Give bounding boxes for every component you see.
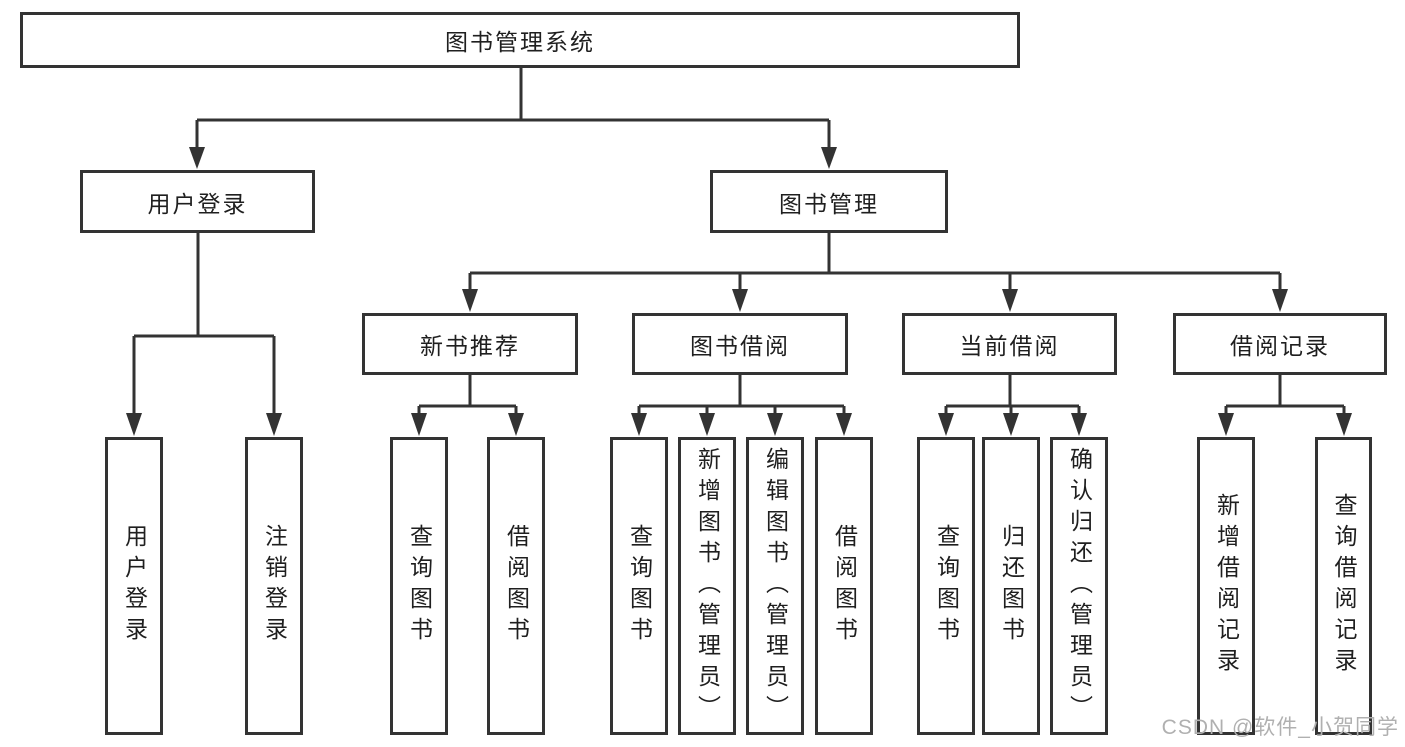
node-leaf-logout: 注销登录: [245, 437, 303, 735]
node-leaf-query-book-2: 查询图书: [610, 437, 668, 735]
node-book-borrow: 图书借阅: [632, 313, 848, 375]
node-leaf-borrow-book-2: 借阅图书: [815, 437, 873, 735]
node-leaf-return-book: 归还图书: [982, 437, 1040, 735]
node-leaf-user-login: 用户登录: [105, 437, 163, 735]
node-leaf-edit-book-admin: 编辑图书（管理员）: [746, 437, 804, 735]
connector-bookborrow-to-children: [631, 375, 852, 436]
connector-borrowrecords-to-children: [1218, 375, 1352, 436]
connector-root-to-level2: [189, 68, 837, 169]
node-leaf-query-borrow-record: 查询借阅记录: [1315, 437, 1372, 735]
node-system-root: 图书管理系统: [20, 12, 1020, 68]
node-user-login: 用户登录: [80, 170, 315, 233]
csdn-watermark: CSDN @软件_小贺同学: [1161, 716, 1399, 739]
node-current-borrow: 当前借阅: [902, 313, 1117, 375]
node-new-book-recommend: 新书推荐: [362, 313, 578, 375]
connector-newbook-to-children: [411, 375, 524, 436]
node-leaf-borrow-book-1: 借阅图书: [487, 437, 545, 735]
node-leaf-add-book-admin: 新增图书（管理员）: [678, 437, 736, 735]
node-leaf-query-book-1: 查询图书: [390, 437, 448, 735]
node-borrow-records: 借阅记录: [1173, 313, 1387, 375]
connector-userlogin-to-children: [126, 233, 282, 436]
node-book-management: 图书管理: [710, 170, 948, 233]
connector-bookmgmt-to-level3: [462, 233, 1288, 312]
node-leaf-query-book-3: 查询图书: [917, 437, 975, 735]
node-leaf-add-borrow-record: 新增借阅记录: [1197, 437, 1255, 735]
node-leaf-confirm-return-admin: 确认归还（管理员）: [1050, 437, 1108, 735]
connector-currentborrow-to-children: [938, 375, 1087, 436]
